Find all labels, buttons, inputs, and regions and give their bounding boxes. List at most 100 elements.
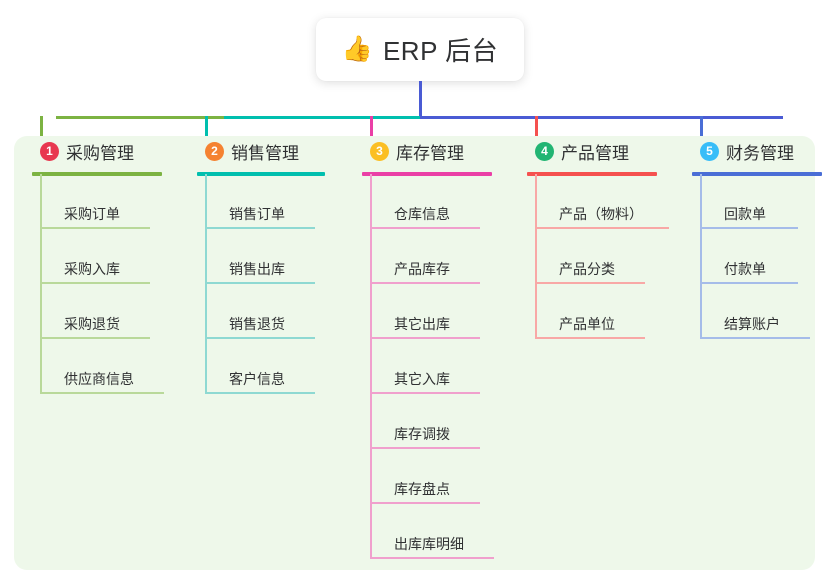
thumbs-up-icon: 👍 [341, 35, 373, 63]
column-item[interactable]: 客户信息 [205, 339, 315, 394]
column-item-underline [700, 282, 798, 284]
column-item[interactable]: 出库库明细 [370, 504, 494, 559]
column-spine-1 [40, 174, 42, 394]
column-badge-4: 4 [535, 141, 554, 161]
column-item-label: 客户信息 [229, 371, 285, 387]
column-header-5[interactable]: 5 财务管理 [676, 136, 794, 166]
column-header-3[interactable]: 3 库存管理 [346, 136, 464, 166]
column-item-underline [40, 227, 150, 229]
column-header-4[interactable]: 4 产品管理 [511, 136, 629, 166]
column-item-label: 回款单 [724, 206, 766, 222]
column-item-label: 库存盘点 [394, 481, 450, 497]
column-title-2: 销售管理 [231, 143, 299, 163]
column-item[interactable]: 销售订单 [205, 174, 315, 229]
column-item-label: 销售退货 [229, 316, 285, 332]
column-item-underline [535, 227, 669, 229]
column-badge-1: 1 [40, 141, 59, 161]
column-item[interactable]: 付款单 [700, 229, 798, 284]
column-underline-3 [362, 172, 492, 176]
column-item-label: 产品分类 [559, 261, 615, 277]
connector-bus-segment [56, 116, 224, 119]
column-item[interactable]: 回款单 [700, 174, 798, 229]
column-item-label: 采购订单 [64, 206, 120, 222]
column-5: 5 财务管理回款单付款单结算账户 [676, 136, 822, 339]
column-item-label: 其它入库 [394, 371, 450, 387]
column-item[interactable]: 采购退货 [40, 284, 150, 339]
column-item-label: 出库库明细 [394, 536, 464, 552]
column-item-underline [205, 392, 315, 394]
column-item[interactable]: 产品分类 [535, 229, 645, 284]
column-3: 3 库存管理仓库信息产品库存其它出库其它入库库存调拨库存盘点出库库明细 [346, 136, 494, 559]
column-underline-4 [527, 172, 657, 176]
column-item[interactable]: 销售出库 [205, 229, 315, 284]
column-item-underline [370, 337, 480, 339]
diagram-panel: 1 采购管理采购订单采购入库采购退货供应商信息 2 销售管理销售订单销售出库销售退货客… [14, 136, 822, 570]
column-item-label: 采购退货 [64, 316, 120, 332]
connector-bus-segment [224, 116, 420, 119]
column-badge-3: 3 [370, 141, 389, 161]
column-item-underline [40, 282, 150, 284]
column-item-underline [700, 227, 798, 229]
column-item[interactable]: 供应商信息 [40, 339, 164, 394]
column-header-1[interactable]: 1 采购管理 [16, 136, 134, 166]
column-item-underline [535, 282, 645, 284]
column-item-label: 付款单 [724, 261, 766, 277]
column-item[interactable]: 产品（物料） [535, 174, 669, 229]
column-item-label: 产品库存 [394, 261, 450, 277]
column-item-label: 销售出库 [229, 261, 285, 277]
column-item[interactable]: 产品库存 [370, 229, 480, 284]
column-header-2[interactable]: 2 销售管理 [181, 136, 299, 166]
column-item[interactable]: 其它入库 [370, 339, 480, 394]
root-node-card[interactable]: 👍 ERP 后台 [316, 18, 524, 81]
column-item[interactable]: 结算账户 [700, 284, 810, 339]
column-spine-2 [205, 174, 207, 394]
column-underline-1 [32, 172, 162, 176]
root-node-title: ERP 后台 [382, 36, 499, 66]
column-item-underline [370, 392, 480, 394]
column-item-underline [370, 557, 494, 559]
column-item-label: 库存调拨 [394, 426, 450, 442]
column-item-label: 结算账户 [724, 316, 780, 332]
column-title-3: 库存管理 [396, 143, 464, 163]
column-item[interactable]: 其它出库 [370, 284, 480, 339]
column-item-label: 仓库信息 [394, 206, 450, 222]
column-2: 2 销售管理销售订单销售出库销售退货客户信息 [181, 136, 325, 394]
column-item-underline [700, 337, 810, 339]
column-item[interactable]: 库存盘点 [370, 449, 480, 504]
column-item-label: 供应商信息 [64, 371, 134, 387]
column-item-label: 采购入库 [64, 261, 120, 277]
column-4: 4 产品管理产品（物料） 产品分类产品单位 [511, 136, 669, 339]
column-spine-5 [700, 174, 702, 339]
column-badge-5: 5 [700, 141, 719, 161]
column-item[interactable]: 采购入库 [40, 229, 150, 284]
column-item-underline [205, 282, 315, 284]
column-item-label: 产品（物料） [559, 206, 643, 222]
column-item[interactable]: 销售退货 [205, 284, 315, 339]
connector-bus-segment [420, 116, 783, 119]
column-item[interactable]: 仓库信息 [370, 174, 480, 229]
connector-trunk [419, 81, 422, 117]
column-title-4: 产品管理 [561, 143, 629, 163]
column-1: 1 采购管理采购订单采购入库采购退货供应商信息 [16, 136, 164, 394]
column-underline-5 [692, 172, 822, 176]
column-item-underline [370, 282, 480, 284]
column-item-label: 产品单位 [559, 316, 615, 332]
column-item-underline [205, 337, 315, 339]
column-item-underline [370, 502, 480, 504]
column-item-underline [40, 337, 150, 339]
column-title-5: 财务管理 [726, 143, 794, 163]
column-title-1: 采购管理 [66, 143, 134, 163]
column-item-underline [370, 447, 480, 449]
column-item[interactable]: 产品单位 [535, 284, 645, 339]
column-item-label: 销售订单 [229, 206, 285, 222]
column-item-underline [40, 392, 164, 394]
column-item[interactable]: 库存调拨 [370, 394, 480, 449]
column-item-underline [205, 227, 315, 229]
column-item-label: 其它出库 [394, 316, 450, 332]
column-item[interactable]: 采购订单 [40, 174, 150, 229]
column-badge-2: 2 [205, 141, 224, 161]
column-spine-4 [535, 174, 537, 339]
column-item-underline [535, 337, 645, 339]
column-underline-2 [197, 172, 325, 176]
column-spine-3 [370, 174, 372, 559]
